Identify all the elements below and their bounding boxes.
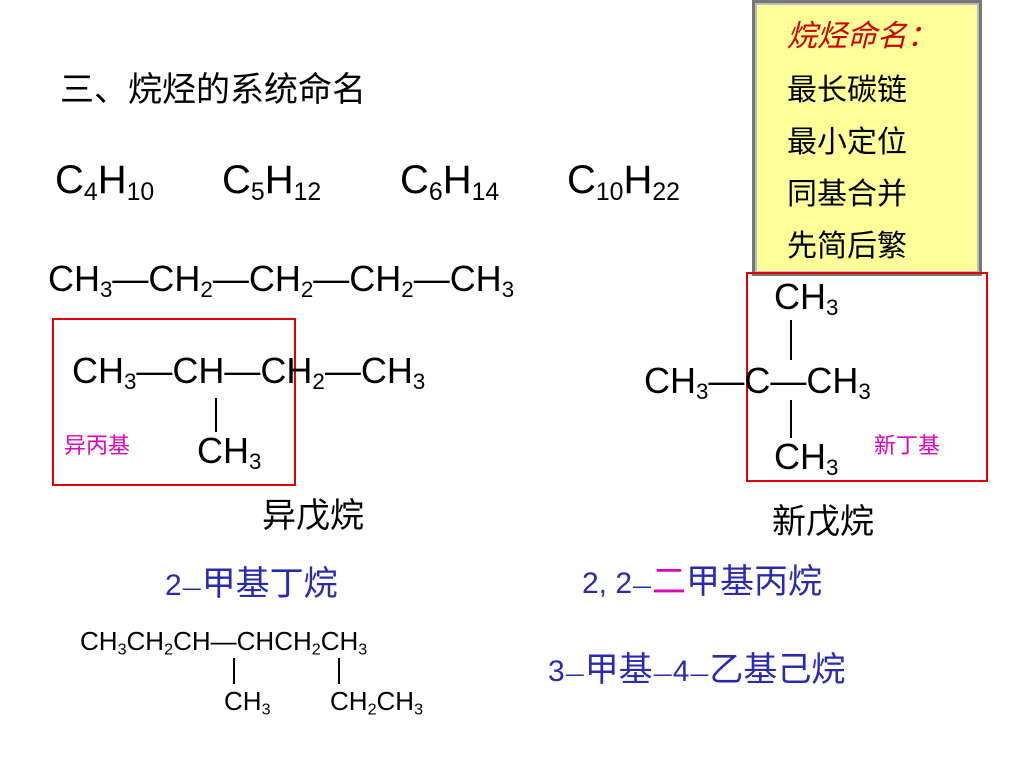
formula-c10h22: C10H22 bbox=[567, 158, 680, 206]
isopentane-name: 异戊烷 bbox=[262, 496, 364, 536]
rule-item: 最小定位 bbox=[787, 125, 907, 160]
naming-rules-box: 烷烃命名： 最长碳链 最小定位 同基合并 先简后繁 bbox=[752, 0, 982, 276]
formula-c5h12: C5H12 bbox=[222, 158, 322, 206]
rules-heading: 烷烃命名： bbox=[787, 19, 937, 54]
neopentane-top: CH3 bbox=[774, 276, 839, 321]
ethyl-branch: CH2CH3 bbox=[330, 686, 424, 719]
name-2-methylbutane: 2—甲基丁烷 bbox=[165, 564, 338, 604]
formula-c4h10: C4H10 bbox=[55, 158, 155, 206]
rule-item: 最长碳链 bbox=[787, 73, 907, 108]
bond-line bbox=[790, 400, 792, 438]
bond-line bbox=[215, 398, 217, 432]
isopropyl-label: 异丙基 bbox=[64, 434, 131, 459]
isopentane-main-chain: CH3—CH—CH2—CH3 bbox=[72, 350, 426, 395]
methyl-branch: CH3 bbox=[224, 686, 271, 719]
neopentane-middle: CH3—C—CH3 bbox=[644, 360, 871, 405]
tertbutyl-highlight-box bbox=[746, 272, 988, 482]
hexane-main-chain: CH3CH2CH—CHCH2CH3 bbox=[80, 626, 368, 659]
slide-title: 三、烷烃的系统命名 bbox=[60, 70, 366, 110]
isopropyl-highlight-box bbox=[52, 318, 296, 486]
neopentane-bottom: CH3 bbox=[774, 436, 839, 481]
neopentane-name: 新戊烷 bbox=[772, 502, 874, 542]
rule-item: 同基合并 bbox=[787, 177, 907, 212]
isopentane-branch: CH3 bbox=[197, 430, 262, 475]
bond-line bbox=[790, 320, 792, 360]
formula-c6h14: C6H14 bbox=[400, 158, 500, 206]
bond-line bbox=[338, 658, 340, 684]
name-2-2-dimethylpropane: 2, 2—二甲基丙烷 bbox=[582, 562, 823, 602]
n-pentane-formula: CH3—CH2—CH2—CH2—CH3 bbox=[48, 258, 515, 303]
name-3-methyl-4-ethylhexane: 3—甲基—4—乙基己烷 bbox=[548, 650, 846, 690]
tertbutyl-label: 新丁基 bbox=[874, 434, 941, 459]
rule-item: 先简后繁 bbox=[787, 229, 907, 264]
bond-line bbox=[233, 658, 235, 684]
